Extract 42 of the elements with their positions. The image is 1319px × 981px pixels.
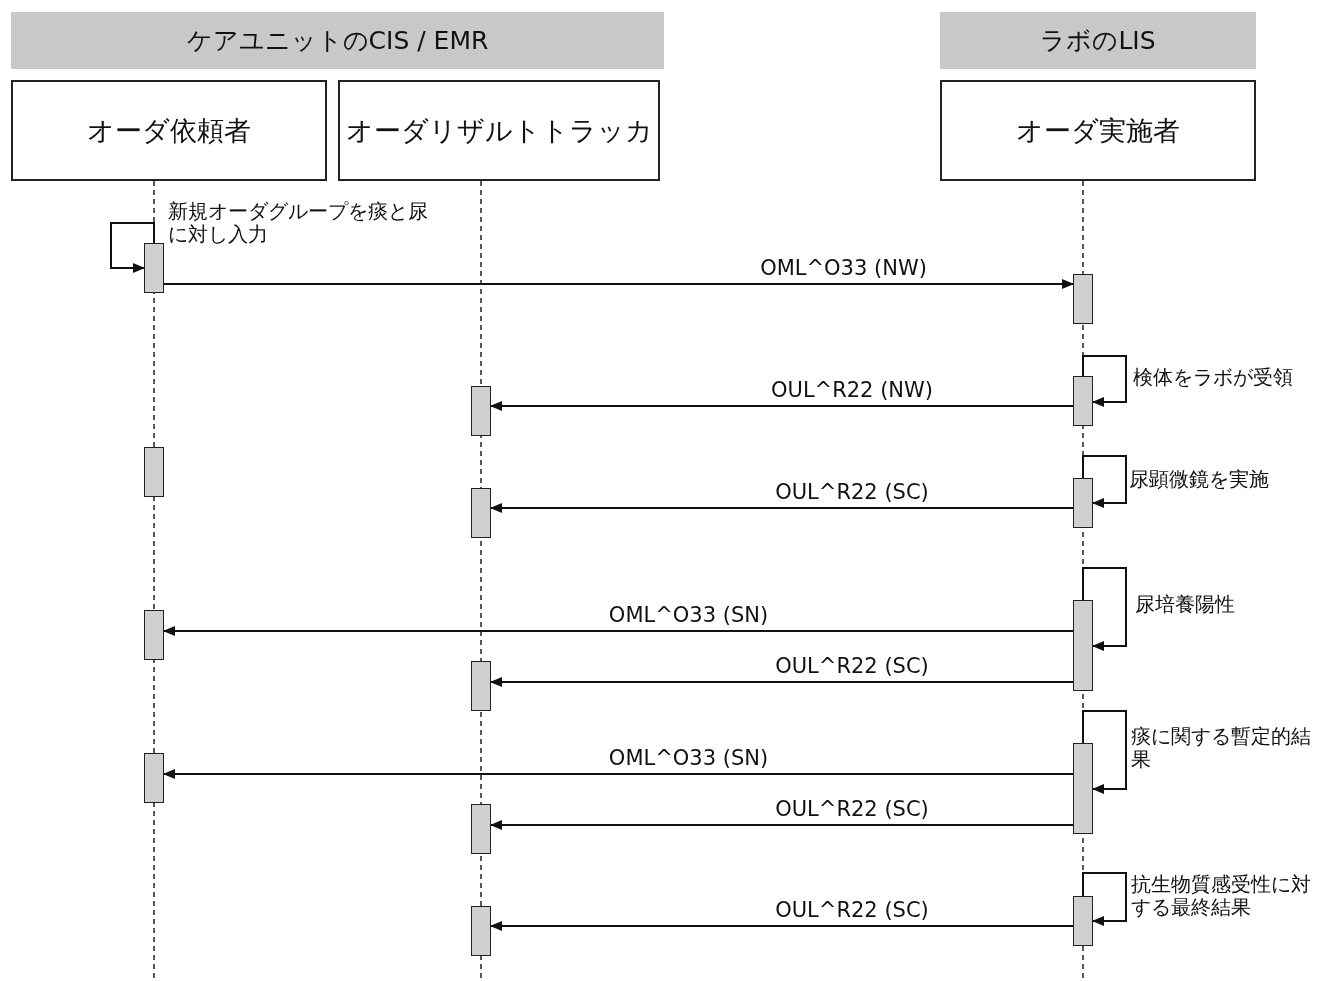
activation-bar <box>471 488 491 538</box>
participant-box: オーダ実施者 <box>940 80 1256 181</box>
self-message-text: 抗生物質感受性に対する最終結果 <box>1131 873 1312 919</box>
activation-bar <box>1073 376 1093 426</box>
activation-bar <box>144 753 164 803</box>
activation-bar <box>144 243 164 293</box>
self-message-text: 尿培養陽性 <box>1135 593 1236 616</box>
self-message-text: 検体をラボが受領 <box>1133 366 1294 389</box>
participant-box: オーダ依頼者 <box>11 80 327 181</box>
message-arrow <box>490 921 1074 931</box>
message-arrow <box>163 279 1074 289</box>
self-message-arrow <box>110 222 155 273</box>
system-header-band: ケアユニットのCIS / EMR <box>11 12 664 69</box>
activation-bar <box>144 610 164 660</box>
activation-bar <box>1073 478 1093 528</box>
activation-bar <box>1073 600 1093 691</box>
message-arrow <box>490 677 1074 687</box>
activation-bar <box>471 906 491 956</box>
message-label: OML^O33 (NW) <box>758 256 929 280</box>
activation-bar <box>471 661 491 711</box>
activation-bar <box>1073 743 1093 834</box>
system-header-band: ラボのLIS <box>940 12 1256 69</box>
self-message-text: 新規オーダグループを痰と尿に対し入力 <box>168 200 429 246</box>
message-arrow <box>490 503 1074 513</box>
participant-box: オーダリザルトトラッカ <box>338 80 660 181</box>
activation-bar <box>471 804 491 854</box>
activation-bar <box>1073 274 1093 324</box>
message-label: OUL^R22 (NW) <box>769 378 935 402</box>
self-message-arrow <box>1082 355 1127 407</box>
activation-bar <box>1073 896 1093 946</box>
self-message-arrow <box>1082 710 1127 794</box>
self-message-text: 尿顕微鏡を実施 <box>1129 468 1270 491</box>
message-arrow <box>163 769 1074 779</box>
message-arrow <box>490 401 1074 411</box>
self-message-text: 痰に関する暫定的結果 <box>1131 725 1311 771</box>
message-arrow <box>163 626 1074 636</box>
activation-bar <box>144 447 164 497</box>
self-message-arrow <box>1082 455 1127 508</box>
self-message-arrow <box>1082 872 1127 926</box>
message-arrow <box>490 820 1074 830</box>
activation-bar <box>471 386 491 436</box>
self-message-arrow <box>1082 567 1127 651</box>
